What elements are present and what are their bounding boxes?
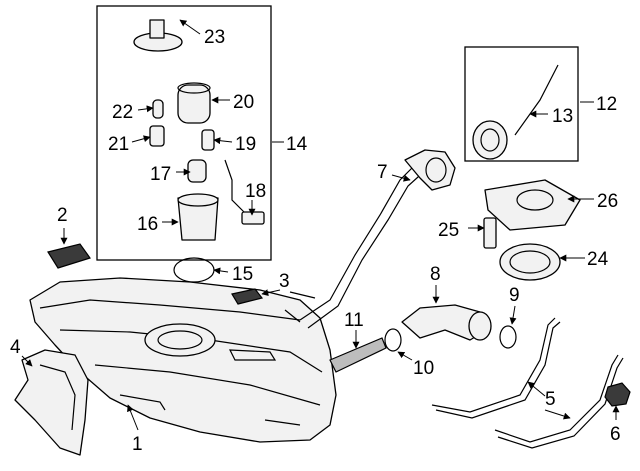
- callout-24: 24: [587, 249, 609, 270]
- heat-shield: [14, 349, 89, 456]
- sender-unit-18: [224, 159, 265, 225]
- cover-bolt: [483, 217, 497, 249]
- callout-4: 4: [10, 337, 21, 358]
- callout-25: 25: [438, 220, 459, 241]
- hose-clamp-9: [499, 325, 517, 349]
- pump-bucket-16: [177, 193, 219, 241]
- strap-nut: [604, 382, 631, 407]
- pump-gasket: [173, 257, 215, 283]
- tank-straps: [431, 317, 624, 449]
- regulator-21: [149, 125, 165, 147]
- callout-8: 8: [430, 264, 441, 285]
- pipe-guard: [329, 337, 387, 373]
- o-ring-22: [152, 99, 164, 119]
- callout-12: 12: [596, 94, 617, 115]
- callout-16: 16: [137, 214, 158, 235]
- filler-hose: [401, 304, 492, 341]
- fuel-tank: [29, 277, 337, 443]
- callout-1: 1: [132, 434, 143, 455]
- leader-lines: [21, 19, 620, 431]
- callout-22: 22: [112, 102, 133, 123]
- pump-flange-23: [133, 19, 183, 52]
- callout-5: 5: [545, 389, 556, 410]
- callout-3: 3: [279, 271, 290, 292]
- callout-11: 11: [344, 310, 364, 331]
- small-pad: [231, 288, 264, 305]
- filter-17: [187, 159, 207, 183]
- callout-9: 9: [509, 285, 520, 306]
- callout-6: 6: [610, 424, 621, 445]
- callout-7: 7: [377, 162, 388, 183]
- callout-10: 10: [413, 358, 434, 379]
- callout-19: 19: [235, 134, 256, 155]
- callout-20: 20: [233, 92, 254, 113]
- callout-26: 26: [597, 191, 618, 212]
- connector-19: [201, 129, 215, 151]
- callout-14: 14: [286, 134, 308, 155]
- callout-2: 2: [57, 205, 68, 226]
- callout-21: 21: [108, 134, 129, 155]
- fuel-filler-cap: [472, 120, 508, 160]
- filler-pipe: [284, 149, 456, 329]
- cap-tether: [514, 64, 559, 136]
- hose-clamp-10: [384, 328, 402, 352]
- pump-cover: [484, 179, 581, 231]
- callout-15: 15: [232, 264, 253, 285]
- filler-cap-inset-frame: [464, 46, 579, 162]
- callout-18: 18: [245, 181, 266, 202]
- callout-13: 13: [552, 106, 573, 127]
- cover-gasket: [499, 243, 561, 281]
- tank-pad: [47, 243, 91, 269]
- fuel-pump-20: [177, 82, 211, 124]
- callout-23: 23: [204, 27, 225, 48]
- callout-17: 17: [150, 164, 171, 185]
